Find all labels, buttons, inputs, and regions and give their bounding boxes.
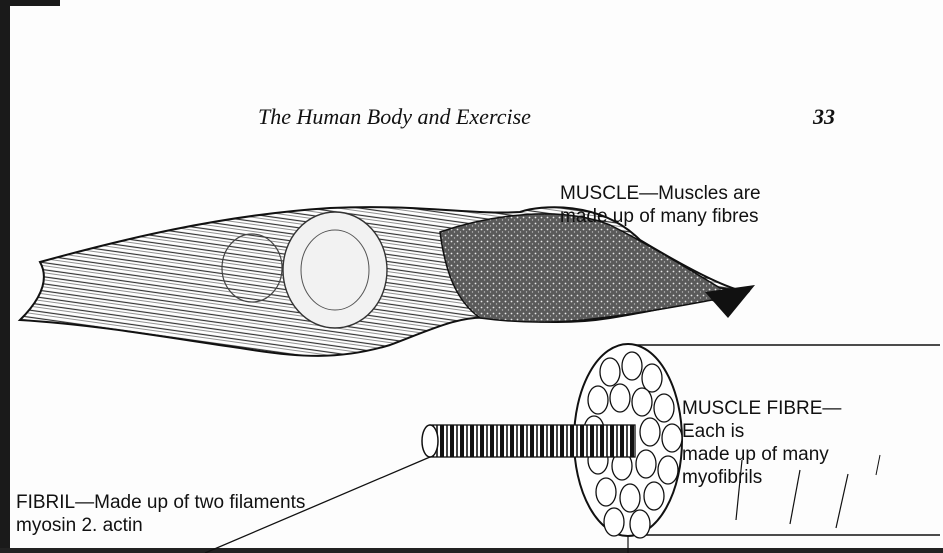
muscle-fibre-label: MUSCLE FIBRE— Each is made up of many my… (682, 397, 841, 489)
muscle-fascicle (283, 212, 387, 328)
myofibril-label: FIBRIL—Made up of two filaments myosin 2… (16, 491, 305, 537)
muscle-tendon-region (440, 214, 748, 322)
muscle-label: MUSCLE—Muscles are made up of many fibre… (560, 182, 761, 228)
